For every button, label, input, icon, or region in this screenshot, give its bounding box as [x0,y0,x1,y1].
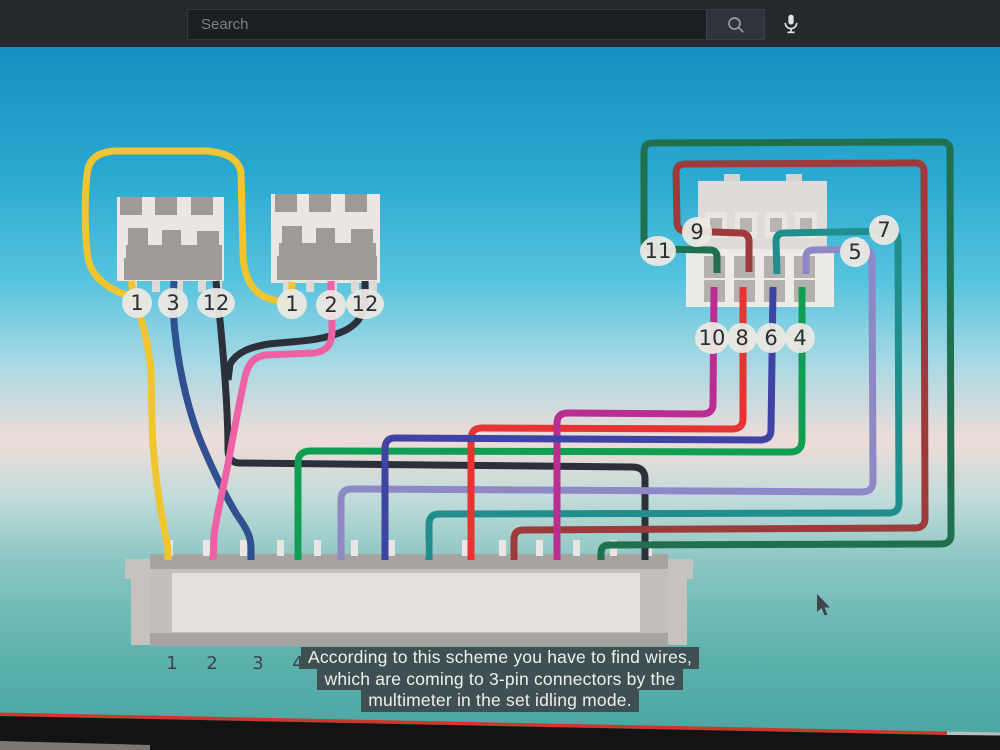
label-circle-6 [756,323,786,353]
bottom-connector-pin-stubs [166,540,652,556]
label-circle-a12 [197,288,235,318]
label-circle-a3 [158,288,188,318]
label-circle-a1 [122,288,152,318]
microphone-icon [784,14,798,34]
bottom-pin-number-1: 1 [166,653,177,674]
label-circle-8 [727,323,757,353]
label-circle-9 [682,217,712,247]
label-circle-4 [785,323,815,353]
desk-reflection [0,741,150,750]
pin-label-b2: 2 [324,293,337,317]
three-pin-connector-b [271,194,380,292]
pin-labels: 1 3 12 1 2 12 11 9 7 5 10 8 6 [122,215,899,354]
label-circle-10 [695,322,729,354]
bottom-connector [125,540,693,646]
wire-royal-blue-a3-to-bottom3 [169,280,255,560]
label-circle-b12 [346,289,384,319]
pin-label-b12: 12 [352,292,379,316]
pin-label-4: 4 [793,326,806,350]
mic-button[interactable] [773,6,809,42]
label-circle-11 [640,236,676,266]
pin-label-a12: 12 [203,291,230,315]
label-circle-5 [840,237,870,267]
wire-yellow-loop-a1-b1 [81,147,296,309]
bottom-pin-number-3: 3 [252,653,263,674]
pin-label-8: 8 [735,326,748,350]
wire-lavender-pin5-to-bottom5 [337,245,877,560]
wire-dark-green-pin11-to-bottom11 [597,138,955,560]
bottom-pin-numbers: 1 2 3 4 [166,653,303,674]
three-pin-connector-a [117,197,224,292]
wires [81,138,955,561]
caption-line-3: multimeter in the set idling mode. [361,690,639,712]
pin-label-7: 7 [877,218,890,242]
wire-magenta-pin10-to-bottom10 [553,286,718,560]
bottom-pin-number-2: 2 [206,653,217,674]
wire-indigo-pin6-to-bottom6 [381,286,777,560]
wire-pink-b2-to-bottom2 [209,280,336,561]
subtitle-caption: According to this scheme you have to fin… [0,647,1000,712]
wire-teal-pin7-to-bottom7 [425,227,903,560]
video-progress-watched[interactable] [0,712,947,736]
search-button[interactable] [706,9,765,40]
wire-maroon-pin9-to-bottom9 [510,159,929,560]
wire-yellow-a1-to-bottom1 [127,280,172,560]
monitor-bottom-bezel [0,716,1000,750]
search-input[interactable] [187,9,706,40]
caption-line-2: which are coming to 3-pin connectors by … [317,668,683,690]
pin-label-a3: 3 [166,291,179,315]
browser-topbar [0,0,1000,47]
bottom-pin-number-4: 4 [292,653,303,674]
caption-line-1: According to this scheme you have to fin… [300,647,700,669]
wire-green-pin4-to-bottom4 [294,287,806,560]
pin-label-a1: 1 [130,291,143,315]
pin-label-10: 10 [699,326,726,350]
label-circle-7 [869,215,899,245]
label-circle-b2 [316,290,346,320]
mouse-cursor [817,594,830,616]
pin-label-11: 11 [645,239,672,263]
pin-label-5: 5 [848,240,861,264]
pin-label-6: 6 [764,326,777,350]
video-progress-buffer[interactable] [947,731,1000,736]
label-circle-b1 [277,289,307,319]
magnifier-icon [727,16,744,33]
pin-label-9: 9 [690,220,703,244]
pin-label-b1: 1 [285,292,298,316]
